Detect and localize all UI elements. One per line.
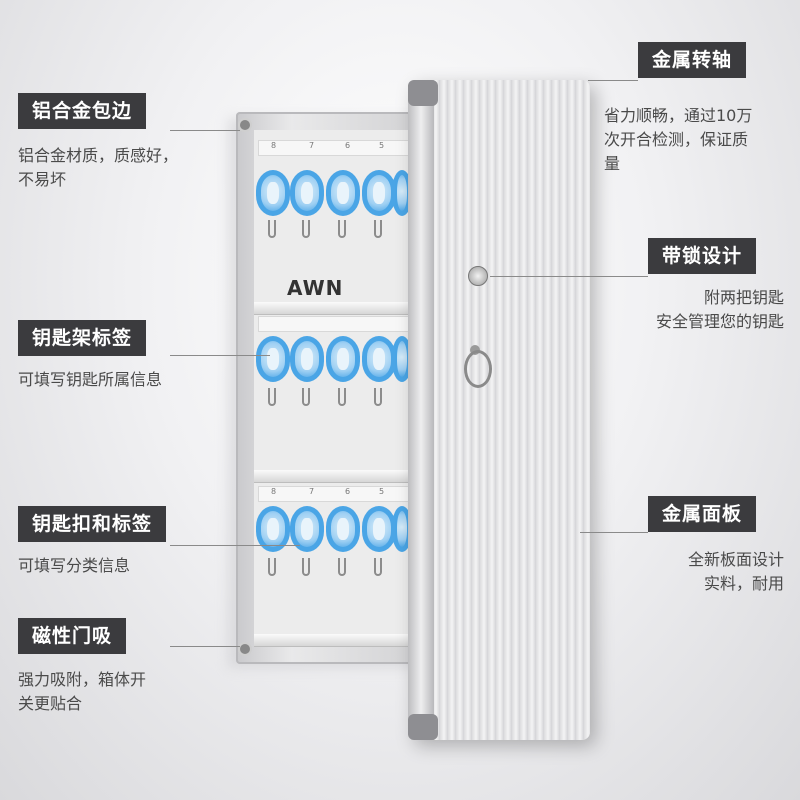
slot-number: 5 xyxy=(379,487,385,496)
callout-key-tag-label-desc: 可填写分类信息 xyxy=(18,556,131,575)
hook xyxy=(338,558,346,576)
slot-number: 8 xyxy=(271,141,277,150)
callout-lock-design-title: 带锁设计 xyxy=(648,238,757,274)
key-tag xyxy=(256,506,290,552)
magnet-latch-icon xyxy=(238,642,252,656)
hook xyxy=(302,558,310,576)
slot-label-strip: 8 7 6 5 xyxy=(258,486,418,502)
key-tag xyxy=(290,506,324,552)
hook xyxy=(374,220,382,238)
door-bottom-cap xyxy=(408,714,438,740)
callout-metal-hinge-desc: 省力顺畅，通过10万 次开合检测，保证质 量 xyxy=(604,106,753,173)
brand-logo: AWN xyxy=(287,276,344,300)
callout-magnetic-latch-title: 磁性门吸 xyxy=(18,618,127,654)
callout-key-rack-label-title: 钥匙架标签 xyxy=(18,320,147,356)
callout-magnetic-latch-desc: 强力吸附，箱体开 关更贴合 xyxy=(18,670,147,713)
hook xyxy=(374,388,382,406)
callout-lock-design-desc: 附两把钥匙 安全管理您的钥匙 xyxy=(655,288,784,331)
key-tag xyxy=(290,170,324,216)
slot-number: 7 xyxy=(309,141,315,150)
key-tag xyxy=(326,336,360,382)
slot-label-strip: 8 7 6 5 xyxy=(258,140,418,156)
shelf xyxy=(254,470,419,483)
ring-handle-icon xyxy=(464,350,492,388)
callout-line xyxy=(170,646,240,647)
cabinet-interior xyxy=(254,130,419,640)
key-tag xyxy=(326,170,360,216)
hook xyxy=(374,558,382,576)
hook xyxy=(268,558,276,576)
key-tag xyxy=(362,506,396,552)
slot-number: 8 xyxy=(271,487,277,496)
slot-number: 6 xyxy=(345,141,351,150)
door-top-cap xyxy=(408,80,438,106)
callout-line xyxy=(490,276,648,277)
hook xyxy=(338,220,346,238)
slot-number: 6 xyxy=(345,487,351,496)
door-hinge-edge xyxy=(408,80,434,740)
callout-line xyxy=(588,80,638,81)
callout-key-tag-label-title: 钥匙扣和标签 xyxy=(18,506,167,542)
hook xyxy=(302,388,310,406)
key-tag xyxy=(362,170,396,216)
metal-door-panel xyxy=(408,80,590,740)
callout-metal-panel-desc: 全新板面设计 实料，耐用 xyxy=(687,550,784,593)
key-tag xyxy=(326,506,360,552)
key-tag xyxy=(256,336,290,382)
slot-number: 5 xyxy=(379,141,385,150)
hook xyxy=(268,388,276,406)
hook xyxy=(338,388,346,406)
key-tag xyxy=(256,170,290,216)
hinge-screw-icon xyxy=(238,118,252,132)
callout-aluminum-edge-desc: 铝合金材质，质感好， 不易坏 xyxy=(18,146,179,189)
slot-label-strip xyxy=(258,316,418,332)
hook xyxy=(302,220,310,238)
callout-line xyxy=(170,130,240,131)
slot-number: 7 xyxy=(309,487,315,496)
lock-icon xyxy=(468,266,488,286)
callout-line xyxy=(170,355,270,356)
callout-metal-hinge-title: 金属转轴 xyxy=(638,42,747,78)
shelf xyxy=(254,302,419,315)
callout-aluminum-edge-title: 铝合金包边 xyxy=(18,93,147,129)
callout-metal-panel-title: 金属面板 xyxy=(648,496,757,532)
callout-line xyxy=(170,545,300,546)
key-tag xyxy=(362,336,396,382)
hook xyxy=(268,220,276,238)
key-tag xyxy=(290,336,324,382)
shelf xyxy=(254,634,419,647)
callout-key-rack-label-desc: 可填写钥匙所属信息 xyxy=(18,370,163,389)
callout-line xyxy=(580,532,648,533)
